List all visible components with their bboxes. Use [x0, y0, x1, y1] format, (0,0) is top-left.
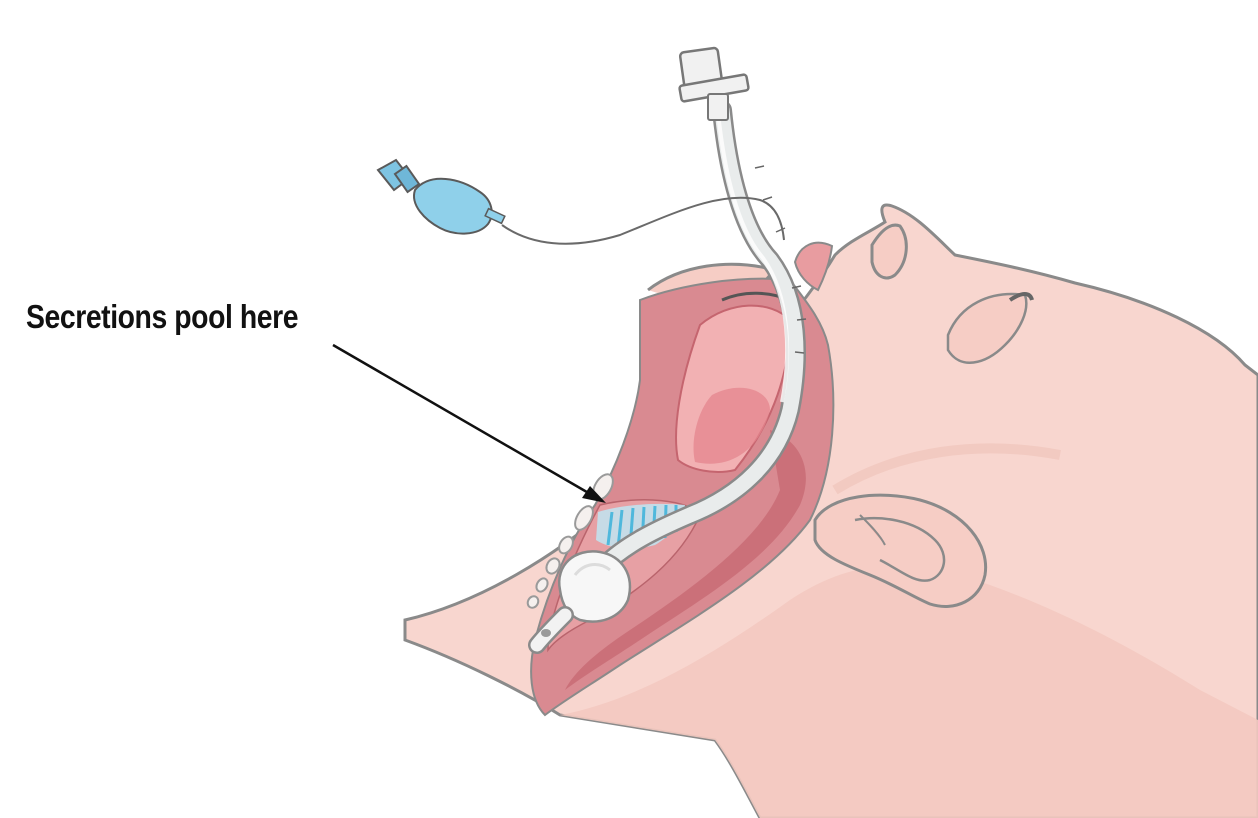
pilot-balloon-body [414, 179, 492, 234]
head-illustration [405, 205, 1258, 818]
arrow-shaft [333, 345, 592, 495]
murphy-eye [541, 629, 551, 637]
tube-connector-neck [708, 94, 728, 120]
secretions-callout-label: Secretions pool here [26, 298, 298, 336]
callout-arrow [333, 345, 606, 503]
